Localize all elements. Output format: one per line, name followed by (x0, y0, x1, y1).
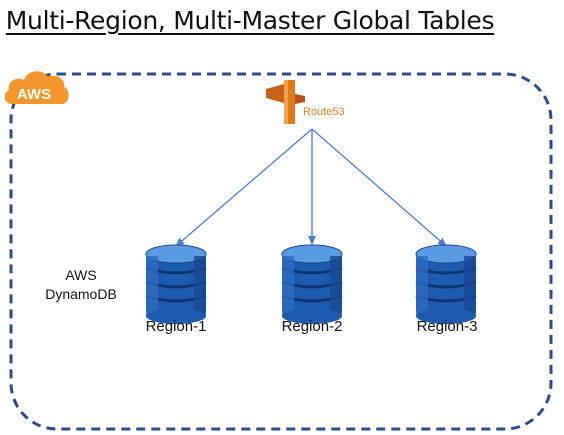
dynamodb-icon (280, 243, 344, 326)
arrow-to-region-3 (311, 128, 447, 247)
region-1-label: Region-1 (145, 318, 207, 335)
dynamodb-label: AWS DynamoDB (38, 266, 124, 304)
region-3-label: Region-3 (416, 318, 478, 335)
dynamodb-label-line-1: AWS (65, 267, 97, 283)
aws-boundary (9, 72, 553, 431)
aws-badge-text: AWS (17, 86, 51, 103)
dynamodb-icon (144, 243, 208, 326)
route53-label: Route53 (303, 106, 345, 118)
arrow-to-region-1 (175, 128, 313, 247)
aws-cloud-icon: AWS (4, 71, 69, 104)
diagram-title: Multi-Region, Multi-Master Global Tables (5, 6, 495, 35)
region-2-label: Region-2 (281, 318, 343, 335)
route53-icon (266, 80, 305, 124)
dynamodb-label-line-2: DynamoDB (45, 286, 117, 302)
dynamodb-icon (414, 243, 478, 326)
